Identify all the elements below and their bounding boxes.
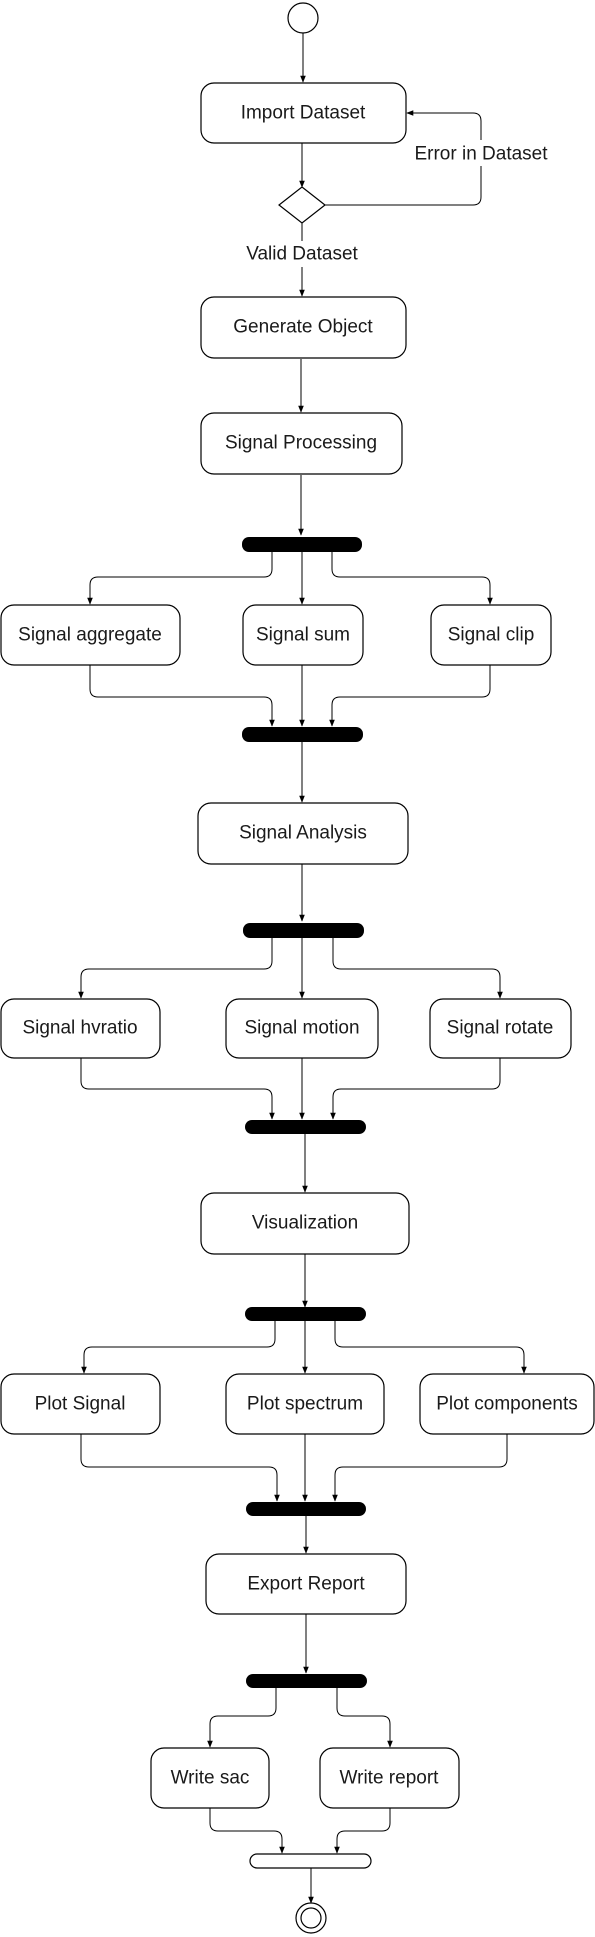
join-bar-4 [249,1853,372,1869]
node-label: Export Report [247,1574,365,1595]
node-write-report: Write report [319,1747,460,1809]
node-label: Plot components [436,1394,578,1415]
node-label: Signal aggregate [18,625,162,646]
node-signal-motion: Signal motion [225,998,379,1059]
edge-fork2-hvratio [78,938,273,999]
edge-aggregate-join1 [89,665,275,727]
edge-fork2-rotate [332,938,503,999]
node-label: Generate Object [233,317,373,338]
join-bar-1 [242,727,363,742]
node-export-report: Export Report [205,1553,407,1615]
join-bar-3 [246,1502,366,1516]
edge-fork3-plot-signal [81,1321,276,1374]
node-label: Import Dataset [241,103,366,124]
node-label: Signal Processing [225,433,377,454]
fork-bar-3 [245,1307,366,1321]
edge-plot-components-join3 [332,1434,508,1502]
end-node [295,1902,327,1934]
node-plot-signal: Plot Signal [0,1373,161,1435]
node-signal-sum: Signal sum [242,604,364,666]
edge-label-bg-valid [241,241,363,267]
edge-plot-signal-join3 [80,1434,280,1502]
join-bar-2 [245,1120,366,1134]
node-import-dataset: Import Dataset [200,82,407,144]
node-label: Plot spectrum [247,1394,363,1415]
node-signal-analysis: Signal Analysis [197,802,409,865]
node-label: Signal Analysis [239,823,367,844]
node-label: Signal motion [244,1018,359,1039]
node-write-sac: Write sac [150,1747,270,1809]
node-signal-clip: Signal clip [430,604,552,666]
node-label: Signal clip [448,625,535,646]
node-plot-components: Plot components [419,1373,595,1435]
node-plot-spectrum: Plot spectrum [225,1373,385,1435]
start-node [287,2,319,34]
node-signal-rotate: Signal rotate [429,998,572,1059]
node-generate-object: Generate Object [200,296,407,359]
fork-bar-2 [243,923,364,938]
node-label: Signal rotate [447,1018,554,1039]
node-signal-aggregate: Signal aggregate [0,604,181,666]
node-signal-hvratio: Signal hvratio [0,998,161,1059]
fork-bar-1 [242,537,362,552]
edge-hvratio-join2 [80,1058,275,1120]
edge-fork4-write-sac [207,1688,277,1748]
edge-fork3-plot-components [334,1321,527,1374]
node-visualization: Visualization [200,1192,410,1255]
decision-node [278,186,326,224]
edges [78,33,527,1904]
fork-bar-4 [246,1674,367,1688]
edge-fork1-clip [331,552,493,605]
edge-fork4-write-report [336,1688,393,1748]
node-label: Signal hvratio [22,1018,137,1039]
edge-rotate-join2 [330,1058,501,1120]
edge-fork1-aggregate [87,552,273,605]
node-signal-processing: Signal Processing [200,412,403,475]
node-label: Plot Signal [35,1394,126,1415]
edge-write-sac-join4 [209,1808,285,1854]
edge-clip-join1 [329,665,491,727]
edge-label-valid: Valid Dataset [246,244,358,265]
node-label: Write sac [171,1768,250,1789]
edge-label-error: Error in Dataset [414,144,548,165]
node-label: Visualization [252,1213,358,1234]
node-label: Write report [340,1768,440,1789]
node-label: Signal sum [256,625,350,646]
edge-write-report-join4 [334,1808,391,1854]
edge-label-bg-error [410,140,552,166]
